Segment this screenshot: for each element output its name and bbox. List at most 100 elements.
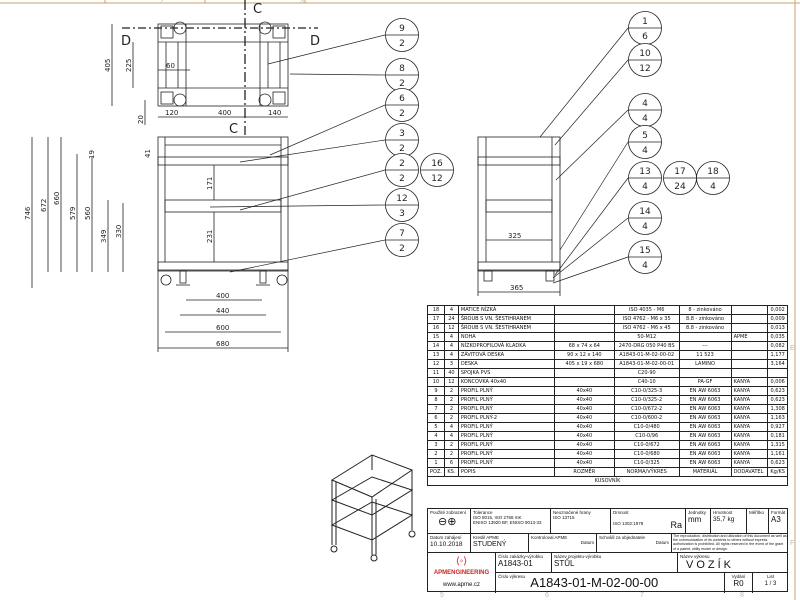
bom-supplier: KANYA bbox=[730, 413, 769, 423]
drawing-name-label: Název výkresu bbox=[680, 554, 710, 559]
bom-pos: 5 bbox=[427, 422, 445, 432]
dim-400: 400 bbox=[216, 292, 229, 300]
projection-label: Použité zobrazení bbox=[430, 510, 467, 515]
bom-pos: 6 bbox=[427, 413, 445, 423]
company-name: APMENGINEERING bbox=[433, 570, 490, 576]
balloon-quantity: 4 bbox=[642, 114, 648, 124]
company-logo-icon: ⟨◦⟩ bbox=[455, 556, 468, 567]
balloon-quantity: 24 bbox=[674, 182, 686, 192]
bom-qty: 2 bbox=[443, 413, 459, 423]
scale-label: Měřítko bbox=[749, 510, 765, 515]
bom-weight: 1,177 bbox=[767, 350, 788, 360]
bom-qty: 4 bbox=[443, 305, 459, 315]
frame-number: 8 bbox=[740, 592, 744, 599]
bom-qty: 4 bbox=[443, 332, 459, 342]
bom-size: 40x40 bbox=[553, 422, 615, 432]
drawing-number-label: Číslo výkresu bbox=[498, 574, 526, 579]
bom-qty: 4 bbox=[443, 350, 459, 360]
bom-pos: 15 bbox=[427, 332, 445, 342]
item-balloon: 22 bbox=[385, 153, 419, 187]
bom-weight: 1,315 bbox=[767, 440, 788, 450]
balloon-position: 13 bbox=[639, 167, 650, 177]
frame-number: 5 bbox=[440, 592, 444, 599]
bom-size bbox=[553, 368, 615, 378]
bom-material: 11 523 bbox=[678, 350, 732, 360]
drawn-cell: Kreslil APME STUDENÝ bbox=[471, 534, 529, 553]
dim-41: 41 bbox=[144, 149, 152, 158]
bom-supplier bbox=[730, 314, 769, 324]
side-view bbox=[477, 136, 561, 296]
item-balloon: 154 bbox=[628, 240, 662, 274]
drawn-value: STUDENÝ bbox=[473, 541, 507, 548]
bom-qty: 12 bbox=[443, 377, 459, 387]
balloon-position: 6 bbox=[399, 94, 405, 104]
bom-supplier: DODAVATEL bbox=[730, 467, 769, 477]
projection-cell: Použité zobrazení ⊖⊕ bbox=[428, 509, 471, 534]
dim-440: 440 bbox=[216, 307, 229, 315]
dim-672: 672 bbox=[40, 199, 48, 212]
bom-standard: C10-0/680 bbox=[613, 449, 680, 459]
bom-size: 90 x 12 x 140 bbox=[553, 350, 615, 360]
weight-cell: Hmotnost 35,7 kg bbox=[711, 509, 747, 534]
bom-weight: 0,002 bbox=[767, 305, 788, 315]
bom-description: PROFIL PLNÝ bbox=[457, 458, 555, 468]
bom-description: DESKA bbox=[457, 359, 555, 369]
company-website: www.apme.cz bbox=[442, 582, 480, 588]
bom-material: --- bbox=[678, 341, 732, 351]
top-view bbox=[111, 0, 318, 135]
balloon-quantity: 2 bbox=[399, 174, 405, 184]
bom-qty: 3 bbox=[443, 359, 459, 369]
drawing-number-value: A1843-01-M-02-00-00 bbox=[530, 575, 659, 590]
order-label: Číslo zakázky-výrobku bbox=[498, 554, 544, 559]
bom-supplier: APME bbox=[730, 332, 769, 342]
balloon-quantity: 4 bbox=[642, 146, 648, 156]
bom-pos: 13 bbox=[427, 350, 445, 360]
bom-weight: 0,082 bbox=[767, 341, 788, 351]
balloon-position: 1 bbox=[642, 17, 648, 27]
bom-pos: 7 bbox=[427, 404, 445, 414]
bom-description: MATICE NÍZKÁ bbox=[457, 305, 555, 315]
bom-material: EN AW 6063 bbox=[678, 386, 732, 396]
bom-qty: 4 bbox=[443, 341, 459, 351]
balloon-quantity: 4 bbox=[710, 182, 716, 192]
weight-value: 35,7 kg bbox=[713, 516, 735, 523]
bom-description: PROFIL PLNÝ-2 bbox=[457, 413, 555, 423]
bom-qty: 6 bbox=[443, 458, 459, 468]
section-marker-d-right: D bbox=[310, 34, 320, 49]
item-balloon: 92 bbox=[385, 18, 419, 52]
bom-size bbox=[553, 332, 615, 342]
drawing-name-cell: Název výkresu VOZÍK bbox=[678, 553, 788, 573]
bom-weight: 1,308 bbox=[767, 404, 788, 414]
bom-material bbox=[678, 368, 732, 378]
bom-description: ŠROUB S VN. ŠESTIHRANEM bbox=[457, 314, 555, 324]
balloon-position: 7 bbox=[399, 229, 405, 239]
roughness-value: ISO 1302:1978 bbox=[613, 521, 644, 526]
bom-qty: 4 bbox=[443, 431, 459, 441]
dim-120: 120 bbox=[165, 109, 178, 117]
leader-lines bbox=[209, 27, 629, 284]
bom-weight: 0,623 bbox=[767, 458, 788, 468]
bom-standard: A1843-01-M-02-00-02 bbox=[613, 350, 680, 360]
date-label: Datum zahájení bbox=[430, 535, 462, 540]
bom-material bbox=[678, 332, 732, 342]
item-balloon: 44 bbox=[628, 93, 662, 127]
units-value: mm bbox=[688, 515, 702, 524]
scale-cell: Měřítko bbox=[747, 509, 769, 534]
balloon-position: 2 bbox=[399, 159, 405, 169]
bom-weight bbox=[767, 368, 788, 378]
bom-weight: 1,161 bbox=[767, 449, 788, 459]
approved-cell: Schválil za objednatele Datum bbox=[597, 534, 672, 553]
bom-qty: 12 bbox=[443, 323, 459, 333]
bom-size: 40x40 bbox=[553, 440, 615, 450]
bom-size bbox=[553, 377, 615, 387]
bom-supplier bbox=[730, 323, 769, 333]
bom-supplier: KANYA bbox=[730, 449, 769, 459]
roughness-cell: Drsnost ISO 1302:1978 Ra bbox=[611, 509, 686, 534]
